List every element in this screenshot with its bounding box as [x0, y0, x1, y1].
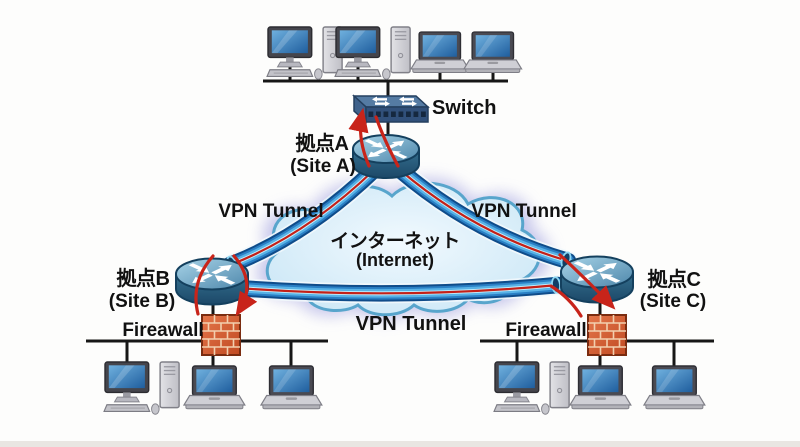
site-b-label-en: (Site B): [109, 291, 176, 312]
site-c-label-jp: 拠点C: [648, 267, 701, 291]
vpn-tunnel-tube-b-c: [228, 275, 568, 304]
vpn-tunnel-tube-a-b: [220, 160, 384, 275]
internet-label-en: (Internet): [356, 250, 434, 270]
traffic-line-b: [194, 254, 215, 316]
vpn-tunnel-tube-a-c: [390, 160, 578, 271]
switch-label: Switch: [432, 97, 496, 119]
laptop-computer-icon: [463, 31, 523, 74]
traffic-arrow-c-down: [558, 253, 616, 310]
switch-icon: [352, 94, 430, 124]
site-b-label-jp: 拠点B: [117, 266, 170, 290]
desktop-computer-icon: [266, 26, 343, 80]
internet-label-jp: インターネット: [330, 230, 460, 252]
router-site-a-icon: [352, 134, 420, 179]
laptop-computer-icon: [643, 365, 706, 410]
laptop-computer-icon: [260, 365, 323, 410]
firewall-b-icon: [201, 314, 241, 356]
router-site-b-icon: [175, 257, 249, 306]
router-site-c-icon: [560, 255, 634, 304]
traffic-line-c: [549, 284, 583, 318]
laptop-computer-icon: [569, 365, 632, 410]
desktop-computer-icon: [103, 361, 180, 415]
site-c-label-en: (Site C): [640, 291, 707, 312]
desktop-computer-icon: [334, 26, 411, 80]
vpn-tunnel-label-bottom: VPN Tunnel: [356, 313, 467, 335]
site-a-label-jp: 拠点A: [296, 131, 349, 155]
vpn-tunnel-label-left: VPN Tunnel: [218, 201, 323, 222]
traffic-line-a: [374, 115, 400, 168]
firewall-c-label: Fireawall: [505, 320, 586, 341]
desktop-computer-icon: [493, 361, 570, 415]
traffic-arrow-a-up: [348, 107, 371, 168]
bottom-strip: [0, 441, 800, 447]
laptop-computer-icon: [410, 31, 470, 74]
firewall-b-label: Fireawall: [122, 320, 203, 341]
encrypted-traffic-arrows: [194, 107, 616, 318]
vpn-tunnel-label-right: VPN Tunnel: [471, 201, 576, 222]
site-a-label-en: (Site A): [290, 156, 356, 177]
firewall-c-icon: [587, 314, 627, 356]
laptop-computer-icon: [183, 365, 246, 410]
traffic-arrow-b-down: [232, 254, 258, 317]
switch-arrows-icon: [372, 96, 417, 107]
